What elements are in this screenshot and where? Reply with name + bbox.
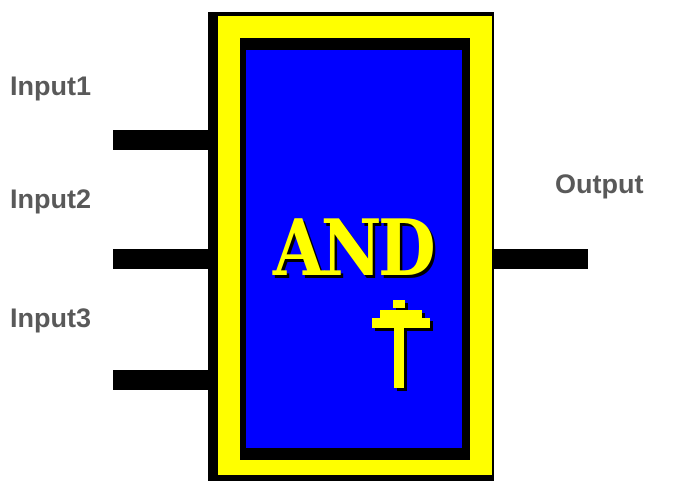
gate-block-face bbox=[246, 50, 462, 448]
output-wire bbox=[492, 249, 588, 269]
input1-label: Input1 bbox=[10, 71, 91, 101]
input2-label: Input2 bbox=[10, 184, 91, 214]
output-label: Output bbox=[555, 169, 644, 199]
input3-wire bbox=[113, 370, 215, 390]
rising-edge-arrow-icon bbox=[372, 300, 433, 391]
gate-type-label: AND bbox=[272, 203, 436, 294]
input2-wire bbox=[113, 249, 215, 269]
input1-wire bbox=[113, 130, 215, 150]
input3-label: Input3 bbox=[10, 303, 91, 333]
